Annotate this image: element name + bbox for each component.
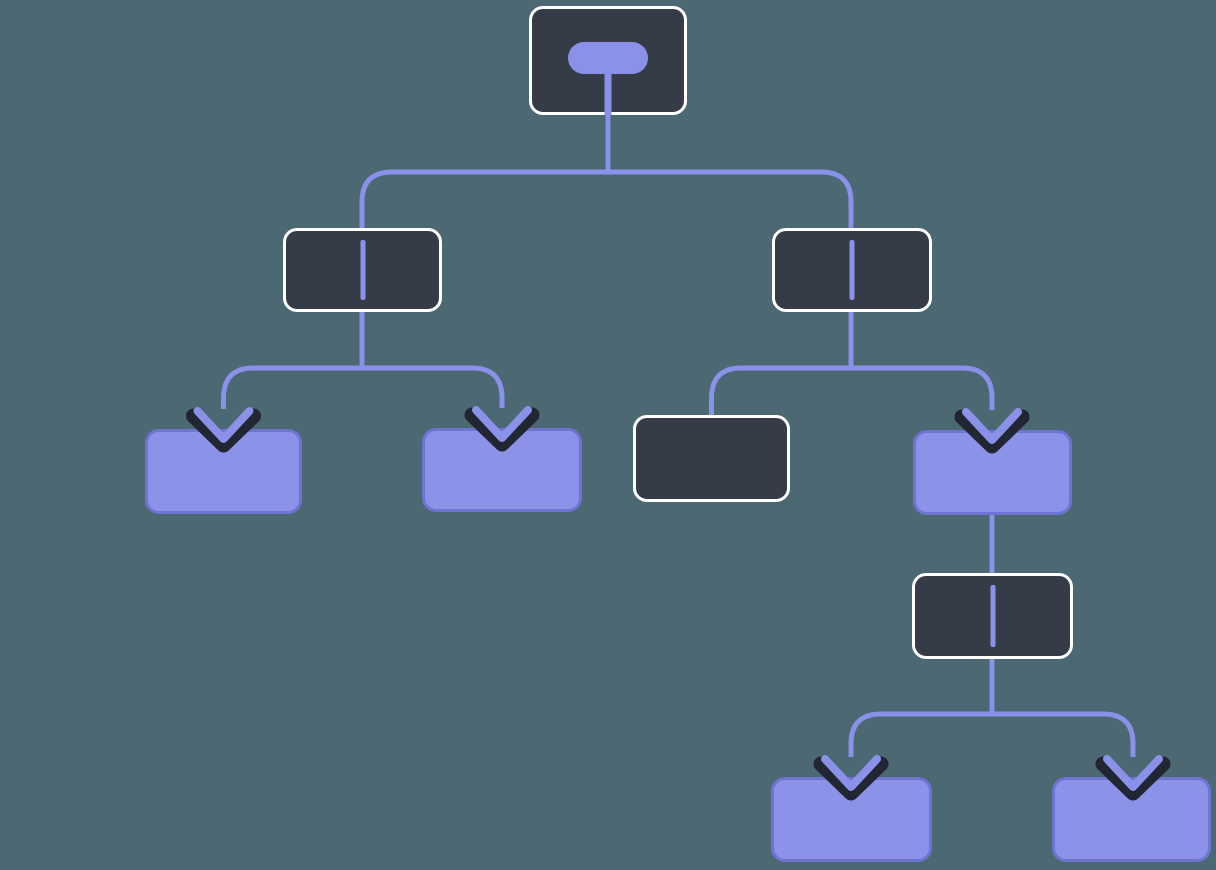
node-dark-leaf[interactable] [633,415,790,502]
edge-right-branch [709,365,995,417]
node-root[interactable] [529,6,687,115]
vertical-line-icon [360,240,365,300]
node-branch-right[interactable] [772,228,932,312]
node-leaf-c[interactable] [771,777,932,862]
node-mid-purple[interactable] [913,430,1072,515]
node-leaf-b[interactable] [422,428,582,512]
edge-top-branch [359,169,854,230]
edge-left-branch [221,365,505,409]
pill-icon [568,42,648,74]
vertical-line-icon [849,240,855,300]
pill-stem-icon [604,71,612,115]
edge-bottom-branch [848,711,1136,757]
vertical-line-icon [990,585,995,647]
node-leaf-d[interactable] [1052,777,1211,862]
node-leaf-a[interactable] [145,429,302,514]
node-branch-left[interactable] [283,228,442,312]
node-branch-lower[interactable] [912,573,1073,659]
